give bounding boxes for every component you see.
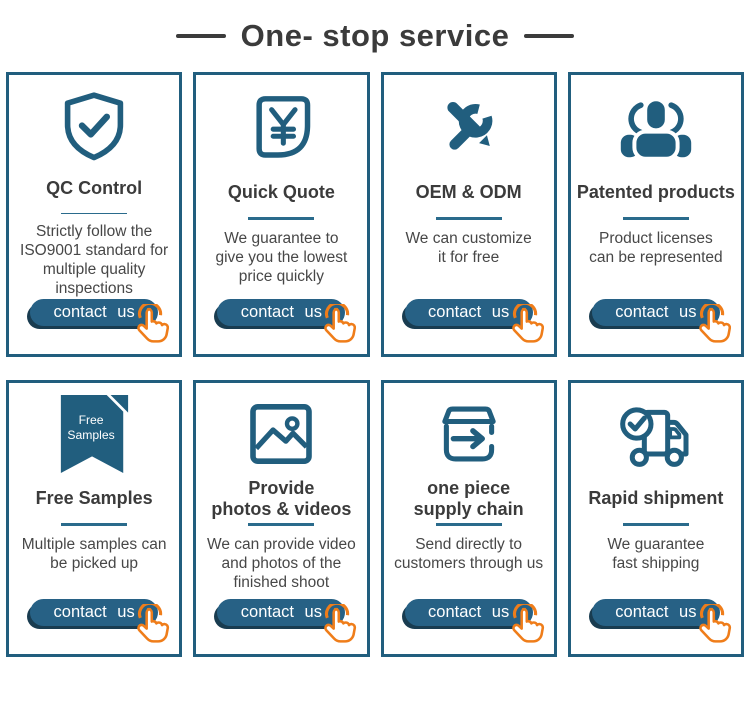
card-description: Send directly to customers through us [394, 536, 544, 573]
tap-hand-icon [133, 604, 177, 652]
card-free-samples: Free Samples Free Samples Multiple sampl… [6, 380, 183, 657]
service-cards-row-1: QC Control Strictly follow the ISO9001 s… [6, 72, 744, 357]
contact-button-area: contact us [30, 599, 170, 643]
tools-icon [429, 88, 509, 172]
contact-button-area: contact us [404, 599, 544, 643]
card-title: QC Control [46, 178, 143, 199]
contact-button-area: contact us [591, 299, 731, 343]
contact-button-area: contact us [217, 299, 357, 343]
tap-hand-icon [320, 604, 364, 652]
tap-hand-icon [508, 304, 552, 352]
card-description: We can customize it for free [405, 230, 532, 266]
card-title: one piece supply chain [413, 478, 524, 520]
photos-icon [241, 390, 321, 478]
supply-chain-icon [430, 390, 508, 478]
title-divider [435, 523, 502, 527]
contact-button-area: contact us [30, 299, 170, 343]
card-rapid-shipment: Rapid shipment We guarantee fast shippin… [567, 380, 744, 657]
people-group-icon [616, 88, 696, 172]
one-stop-service-section: One- stop service QC Control Strictly fo… [0, 0, 750, 657]
contact-us-button[interactable]: contact us [30, 599, 159, 626]
truck-check-icon [614, 390, 698, 478]
card-photos-videos: Provide photos & videos We can provide v… [193, 380, 370, 657]
tap-hand-icon [695, 604, 739, 652]
card-oem-odm: OEM & ODM We can customize it for free c… [380, 72, 557, 357]
contact-us-button[interactable]: contact us [217, 599, 346, 626]
card-supply-chain: one piece supply chain Send directly to … [380, 380, 557, 657]
card-description: We guarantee to give you the lowest pric… [215, 230, 348, 285]
contact-us-button[interactable]: contact us [591, 299, 720, 326]
shield-check-icon [54, 88, 134, 168]
contact-button-area: contact us [404, 299, 544, 343]
contact-us-button[interactable]: contact us [404, 299, 533, 326]
contact-us-button[interactable]: contact us [591, 599, 720, 626]
tap-hand-icon [508, 604, 552, 652]
title-divider [622, 523, 689, 526]
card-title: Free Samples [35, 488, 153, 509]
service-cards-row-2: Free Samples Free Samples Multiple sampl… [6, 380, 744, 657]
left-dash-decoration [175, 34, 226, 38]
card-title: OEM & ODM [415, 182, 522, 203]
free-samples-ribbon-icon: Free Samples [56, 390, 132, 478]
ribbon-text-line2: Samples [68, 428, 115, 442]
card-title: Quick Quote [227, 182, 335, 203]
title-divider [622, 217, 689, 220]
card-title: Rapid shipment [588, 488, 724, 509]
right-dash-decoration [524, 34, 575, 38]
card-description: Multiple samples can be picked up [21, 536, 167, 572]
card-patented-products: Patented products Product licenses can b… [567, 72, 744, 357]
contact-us-button[interactable]: contact us [30, 299, 159, 326]
card-description: We can provide video and photos of the f… [206, 536, 356, 592]
tap-hand-icon [695, 304, 739, 352]
contact-us-button[interactable]: contact us [217, 299, 346, 326]
section-header: One- stop service [0, 0, 750, 72]
card-quick-quote: Quick Quote We guarantee to give you the… [193, 72, 370, 357]
contact-button-area: contact us [217, 599, 357, 643]
contact-button-area: contact us [591, 599, 731, 643]
card-title: Patented products [576, 182, 735, 203]
title-divider [61, 523, 128, 526]
title-divider [248, 217, 315, 220]
contact-us-button[interactable]: contact us [404, 599, 533, 626]
tap-hand-icon [133, 304, 177, 352]
page-title: One- stop service [240, 18, 510, 53]
tap-hand-icon [320, 304, 364, 352]
title-divider [248, 523, 315, 527]
yen-quote-icon [242, 88, 320, 172]
card-title: Provide photos & videos [211, 478, 352, 520]
card-description: Product licenses can be represented [589, 230, 723, 266]
card-qc-control: QC Control Strictly follow the ISO9001 s… [6, 72, 183, 357]
title-divider [435, 217, 502, 220]
card-description: We guarantee fast shipping [607, 536, 705, 572]
card-description: Strictly follow the ISO9001 standard for… [20, 223, 169, 298]
ribbon-text-line1: Free [79, 413, 104, 427]
